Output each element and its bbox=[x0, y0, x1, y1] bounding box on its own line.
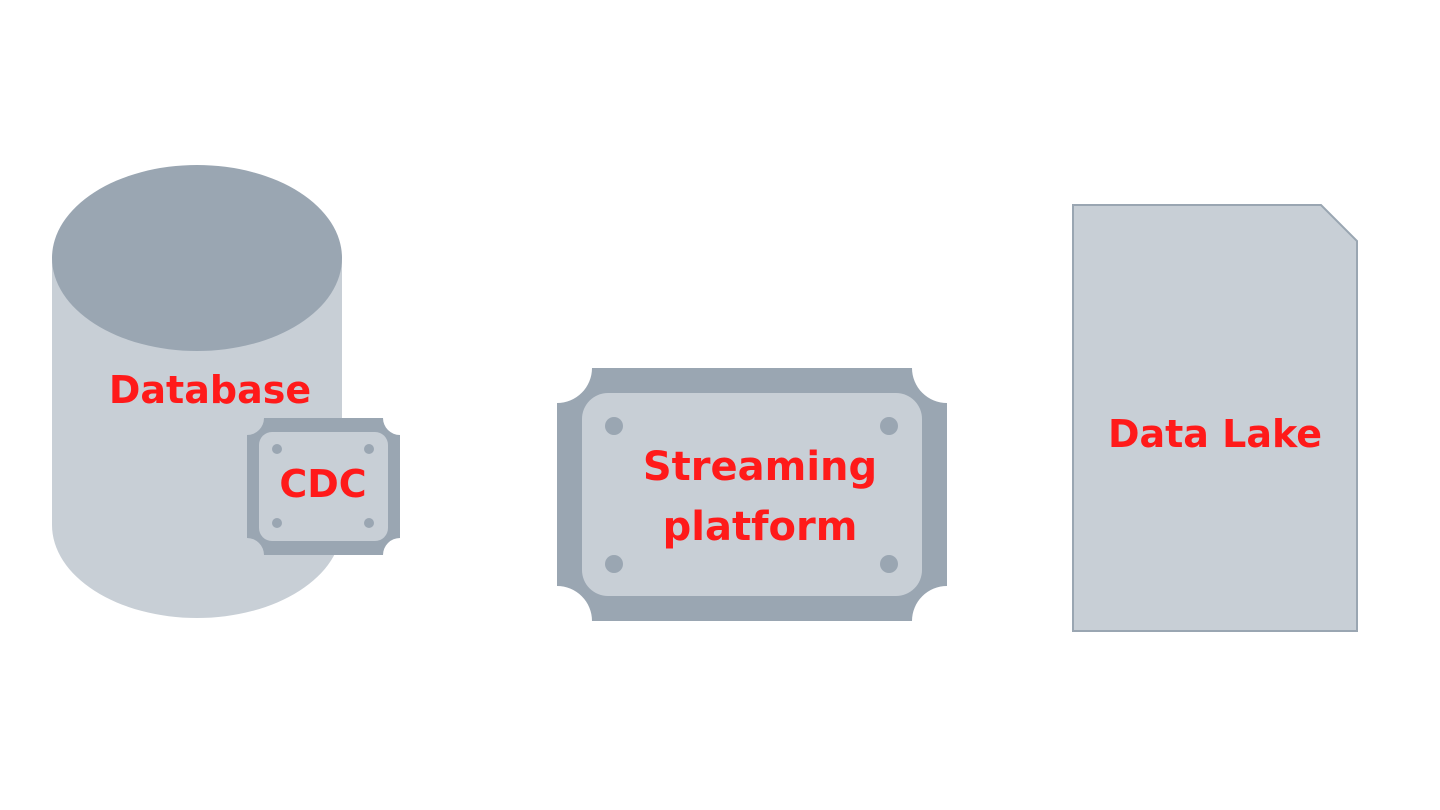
streaming-platform-label: Streaming platform bbox=[642, 444, 878, 550]
streaming-plate-face bbox=[582, 393, 922, 596]
database-label: Database bbox=[108, 368, 312, 412]
streaming-plate-bolt bbox=[880, 555, 898, 573]
streaming-plate bbox=[557, 368, 947, 621]
streaming-plate-bolt bbox=[605, 555, 623, 573]
streaming-plate-bolt bbox=[605, 417, 623, 435]
cdc-plate-bolt bbox=[364, 444, 374, 454]
datalake-document bbox=[1072, 204, 1358, 632]
streaming-plate-bolt bbox=[880, 417, 898, 435]
cdc-plate-bolt bbox=[272, 444, 282, 454]
cdc-plate-face bbox=[259, 432, 388, 541]
database-cylinder-top bbox=[52, 165, 342, 351]
cdc-plate-bolt bbox=[364, 518, 374, 528]
cdc-plate-bolt bbox=[272, 518, 282, 528]
cdc-label: CDC bbox=[279, 462, 367, 506]
datalake-label: Data Lake bbox=[1107, 412, 1323, 456]
datalake-document-shape bbox=[1072, 204, 1358, 632]
cdc-plate bbox=[247, 418, 400, 555]
